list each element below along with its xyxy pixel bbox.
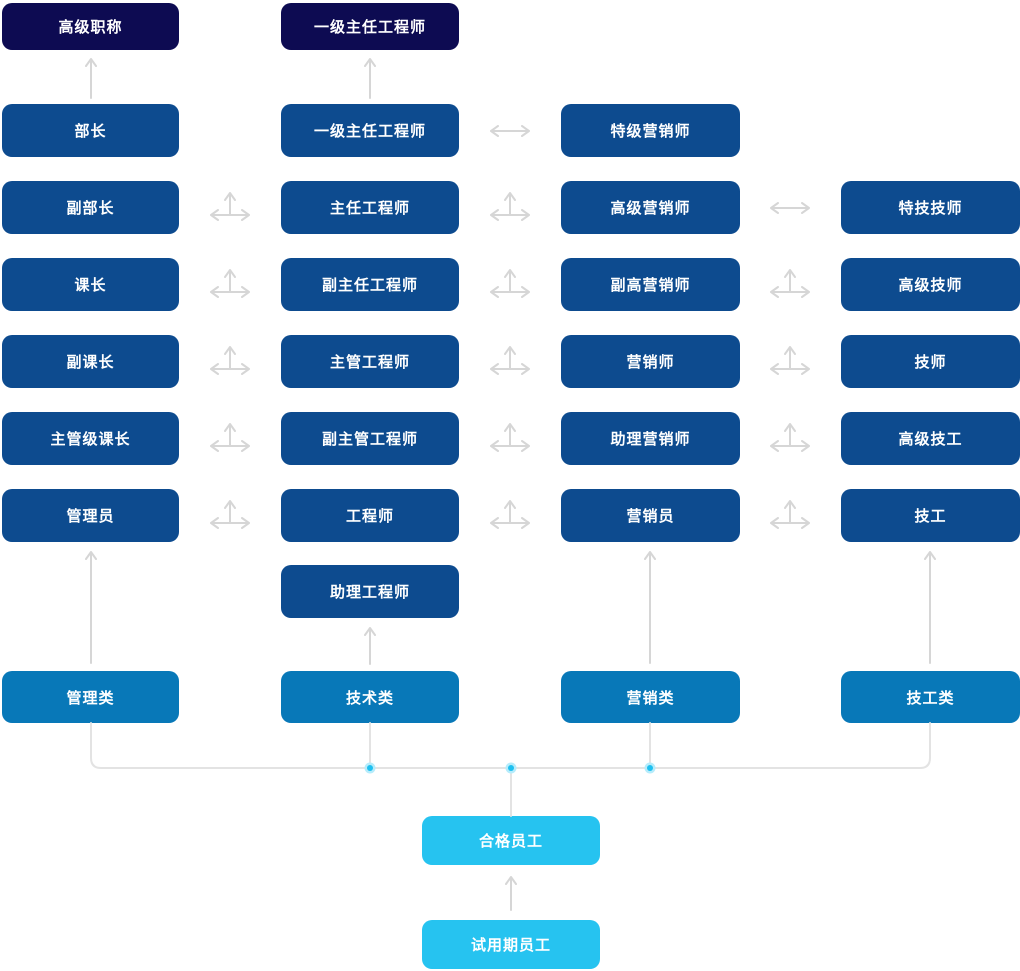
category-box-marketing: 营销类 xyxy=(561,671,740,723)
junction-dot xyxy=(644,762,656,774)
mgmt-level-box: 课长 xyxy=(2,258,179,311)
level-label: 工程师 xyxy=(345,508,394,525)
category-label: 技术类 xyxy=(345,689,394,707)
level-label: 副课长 xyxy=(66,354,115,371)
mgmt-level-box: 部长 xyxy=(2,104,179,157)
transfer-up-arrow-icon xyxy=(487,264,533,298)
transfer-up-arrow-icon xyxy=(207,495,253,529)
transfer-up-arrow-icon xyxy=(487,418,533,452)
top-title-box-management: 高级职称 xyxy=(2,3,179,50)
level-label: 技师 xyxy=(914,354,947,371)
transfer-up-arrow-icon xyxy=(207,418,253,452)
level-label: 主管工程师 xyxy=(329,354,410,371)
mgmt-level-box: 主管级课长 xyxy=(2,412,179,465)
up-arrow-icon xyxy=(85,58,97,99)
work-level-box: 技师 xyxy=(841,335,1020,388)
level-label: 高级营销师 xyxy=(610,200,691,217)
level-label: 副部长 xyxy=(66,200,115,217)
transfer-up-arrow-icon xyxy=(767,418,813,452)
level-label: 管理员 xyxy=(66,508,115,525)
mkt-level-box: 营销师 xyxy=(561,335,740,388)
category-label: 营销类 xyxy=(626,689,675,707)
category-label: 技工类 xyxy=(906,689,955,707)
junction-dot xyxy=(364,762,376,774)
mkt-level-box: 副高营销师 xyxy=(561,258,740,311)
work-level-box: 特技技师 xyxy=(841,181,1020,234)
mkt-level-box: 特级营销师 xyxy=(561,104,740,157)
transfer-up-arrow-icon xyxy=(767,495,813,529)
connector-rail xyxy=(90,722,931,817)
level-label: 课长 xyxy=(74,277,107,294)
level-label: 特技技师 xyxy=(898,200,963,217)
category-box-management: 管理类 xyxy=(2,671,179,723)
work-level-box: 技工 xyxy=(841,489,1020,542)
level-label: 副主管工程师 xyxy=(321,431,418,448)
mkt-level-box: 营销员 xyxy=(561,489,740,542)
transfer-up-arrow-icon xyxy=(207,264,253,298)
tech-level-box: 工程师 xyxy=(281,489,459,542)
probation-employee-box: 试用期员工 xyxy=(422,920,600,969)
up-arrow-icon xyxy=(364,58,376,99)
work-level-box: 高级技工 xyxy=(841,412,1020,465)
up-arrow-icon xyxy=(364,627,376,665)
work-level-box: 高级技师 xyxy=(841,258,1020,311)
level-label: 特级营销师 xyxy=(610,123,691,140)
entry-label: 合格员工 xyxy=(478,833,543,850)
tech-level-box: 主任工程师 xyxy=(281,181,459,234)
level-label: 技工 xyxy=(914,508,947,525)
level-label: 高级技工 xyxy=(898,431,963,448)
mgmt-level-box: 管理员 xyxy=(2,489,179,542)
up-arrow-icon xyxy=(924,551,936,664)
up-arrow-icon xyxy=(644,551,656,664)
mgmt-level-box: 副部长 xyxy=(2,181,179,234)
top-title-label: 高级职称 xyxy=(58,19,123,36)
entry-label: 试用期员工 xyxy=(470,937,551,954)
tech-level-box: 副主任工程师 xyxy=(281,258,459,311)
junction-dot xyxy=(505,762,517,774)
mgmt-level-box: 副课长 xyxy=(2,335,179,388)
level-label: 助理工程师 xyxy=(329,584,410,601)
tech-level-box: 主管工程师 xyxy=(281,335,459,388)
level-label: 助理营销师 xyxy=(610,431,691,448)
level-label: 部长 xyxy=(74,123,107,140)
up-arrow-icon xyxy=(85,551,97,664)
up-arrow-icon xyxy=(505,876,517,911)
category-box-worker: 技工类 xyxy=(841,671,1020,723)
transfer-up-arrow-icon xyxy=(207,187,253,221)
transfer-up-arrow-icon xyxy=(767,264,813,298)
transfer-up-arrow-icon xyxy=(487,495,533,529)
bidirectional-arrow-icon xyxy=(767,201,813,215)
bidirectional-arrow-icon xyxy=(487,124,533,138)
mkt-level-box: 高级营销师 xyxy=(561,181,740,234)
category-box-technical: 技术类 xyxy=(281,671,459,723)
level-label: 副高营销师 xyxy=(610,277,691,294)
tech-level-box: 一级主任工程师 xyxy=(281,104,459,157)
level-label: 一级主任工程师 xyxy=(313,123,426,140)
tech-level-box: 副主管工程师 xyxy=(281,412,459,465)
level-label: 营销师 xyxy=(626,354,675,371)
transfer-up-arrow-icon xyxy=(487,341,533,375)
transfer-up-arrow-icon xyxy=(207,341,253,375)
level-label: 高级技师 xyxy=(898,277,963,294)
level-label: 主管级课长 xyxy=(50,431,131,448)
mkt-level-box: 助理营销师 xyxy=(561,412,740,465)
top-title-box-technical: 一级主任工程师 xyxy=(281,3,459,50)
level-label: 营销员 xyxy=(626,508,675,525)
level-label: 主任工程师 xyxy=(329,200,410,217)
top-title-label: 一级主任工程师 xyxy=(313,19,426,36)
transfer-up-arrow-icon xyxy=(487,187,533,221)
tech-level-box: 助理工程师 xyxy=(281,565,459,618)
transfer-up-arrow-icon xyxy=(767,341,813,375)
qualified-employee-box: 合格员工 xyxy=(422,816,600,865)
level-label: 副主任工程师 xyxy=(321,277,418,294)
category-label: 管理类 xyxy=(66,689,115,707)
